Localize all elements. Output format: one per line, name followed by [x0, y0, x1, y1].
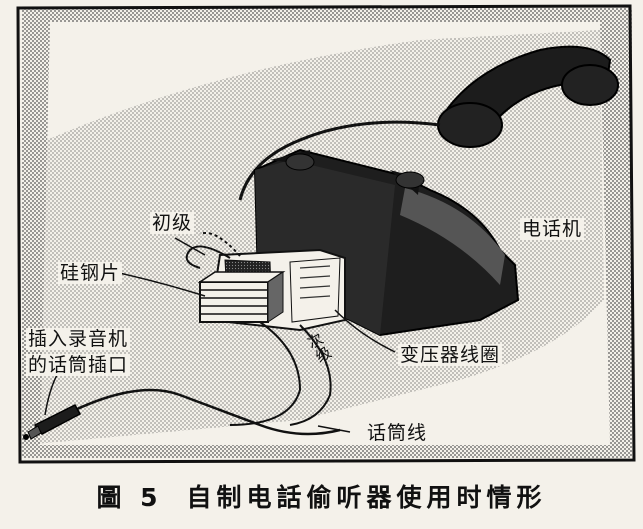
- label-primary: 初级: [150, 212, 195, 234]
- pointer-silicon: [114, 271, 206, 297]
- handset-cord: [238, 120, 441, 201]
- pointer-mic: [317, 425, 351, 433]
- pointer-coil: [334, 309, 396, 353]
- label-silicon-steel: 硅钢片: [58, 262, 123, 284]
- figure-number: 圖 5: [96, 483, 163, 512]
- mic-cable: [74, 388, 341, 436]
- label-plug-note-line1: 插入录音机: [26, 328, 131, 350]
- silicon-steel-stack: [197, 271, 286, 323]
- figure-title: 自制电話偷听器使用时情形: [186, 483, 547, 512]
- primary-wire-1: [185, 245, 231, 269]
- label-telephone: 电话机: [520, 218, 585, 240]
- label-mic-wire: 话筒线: [365, 422, 430, 444]
- label-coil: 变压器线圈: [398, 344, 503, 366]
- background-frame: [16, 4, 636, 464]
- transformer: [185, 232, 346, 332]
- pointer-primary: [174, 237, 206, 256]
- secondary-wire-b: [289, 324, 332, 426]
- plug: [23, 404, 82, 440]
- handset: [437, 45, 619, 148]
- label-plug-note-line2: 的话筒插口: [26, 354, 131, 376]
- secondary-wire-a: [229, 321, 302, 426]
- figure-caption: 圖 5 自制电話偷听器使用时情形: [0, 476, 643, 520]
